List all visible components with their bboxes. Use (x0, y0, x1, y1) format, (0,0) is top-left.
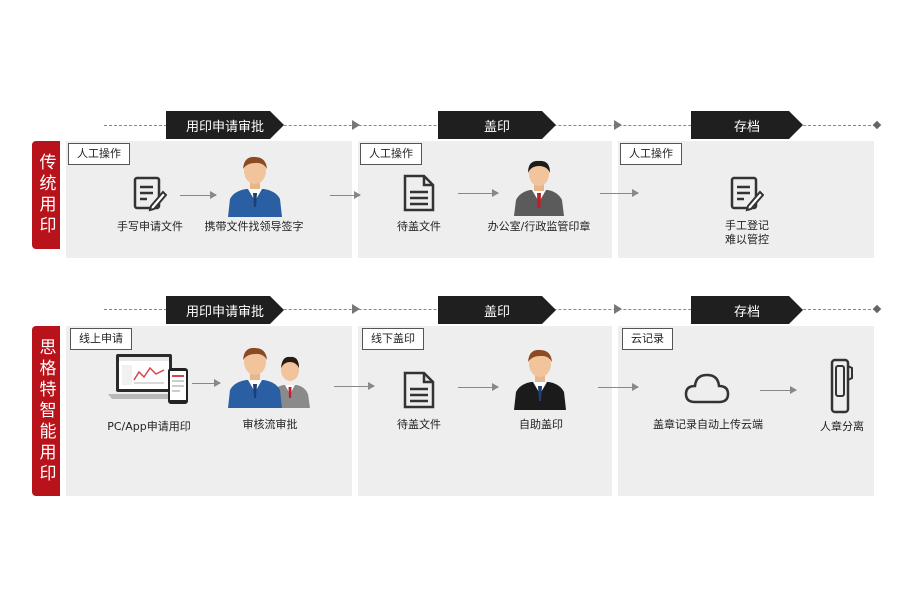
stage-stamping: 盖印 (438, 111, 556, 139)
timeline-arrow (614, 304, 622, 314)
tag-cloud-record: 云记录 (622, 328, 673, 350)
side-label-text: 思格特智能用印 (35, 337, 56, 485)
flow-arrow (458, 189, 499, 197)
cloud-icon (684, 373, 730, 404)
step-person-seal-separation: 人章分离 (820, 420, 864, 433)
step-pending-document: 待盖文件 (397, 220, 441, 233)
side-label-smart: 思格特智能用印 (32, 326, 60, 496)
timeline-arrow (614, 120, 622, 130)
flow-arrow (334, 382, 375, 390)
businessman-dark-suit-icon (514, 349, 566, 410)
stage-archive: 存档 (691, 296, 803, 324)
flow-arrow (458, 383, 499, 391)
step-self-stamping: 自助盖印 (519, 418, 563, 431)
timeline-arrow (352, 120, 360, 130)
tag-offline-stamping: 线下盖印 (362, 328, 424, 350)
flow-arrow (330, 191, 361, 199)
laptop-phone-icon (108, 354, 188, 404)
step-pending-document: 待盖文件 (397, 418, 441, 431)
timeline-arrow (352, 304, 360, 314)
step-office-supervision: 办公室/行政监管印章 (487, 220, 591, 233)
document-icon (403, 371, 435, 409)
document-pen-icon (133, 176, 167, 212)
tag-online-application: 线上申请 (70, 328, 132, 350)
tag-manual-operation: 人工操作 (68, 143, 130, 165)
businessman-icon (228, 156, 282, 217)
smart-seal-device-icon (830, 358, 853, 414)
flow-arrow (192, 379, 221, 387)
step-seek-leader-signature: 携带文件找领导签字 (204, 220, 304, 233)
panel-row2-approval (66, 326, 352, 496)
stage-archive: 存档 (691, 111, 803, 139)
step-handwritten-application: 手写申请文件 (117, 220, 183, 233)
flow-arrow (180, 191, 217, 199)
timeline-end-dot (872, 304, 882, 314)
timeline-end-dot (872, 120, 882, 130)
stage-stamping: 盖印 (438, 296, 556, 324)
flow-arrow (598, 383, 639, 391)
two-businessmen-icon (228, 347, 310, 408)
flow-arrow (760, 386, 797, 394)
panel-row2-stamping (358, 326, 612, 496)
flow-arrow (600, 189, 639, 197)
stage-approval: 用印申请审批 (166, 111, 284, 139)
tag-manual-operation: 人工操作 (620, 143, 682, 165)
document-icon (403, 174, 435, 212)
side-label-text: 传统用印 (35, 153, 56, 237)
step-cloud-upload: 盖章记录自动上传云端 (653, 418, 763, 431)
side-label-traditional: 传统用印 (32, 141, 60, 249)
step-approval-flow: 审核流审批 (242, 418, 298, 431)
step-manual-registration: 手工登记 难以管控 (725, 219, 769, 246)
official-icon (514, 160, 564, 216)
step-pc-app-application: PC/App申请用印 (107, 420, 191, 433)
stage-approval: 用印申请审批 (166, 296, 284, 324)
tag-manual-operation: 人工操作 (360, 143, 422, 165)
document-pen-icon (730, 176, 764, 212)
